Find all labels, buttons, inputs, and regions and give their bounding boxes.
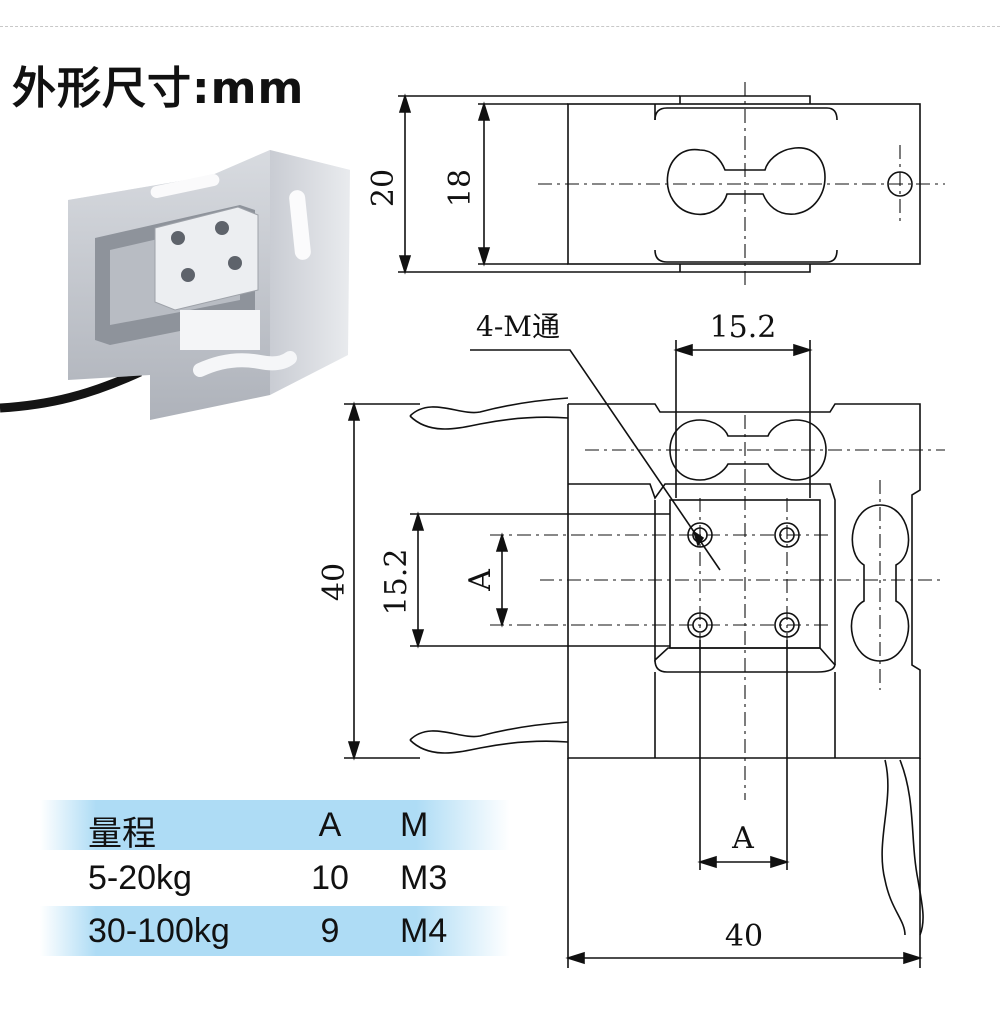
dim-a-vertical: A bbox=[463, 569, 498, 592]
header-m: M bbox=[400, 806, 429, 844]
cell-range: 5-20kg bbox=[88, 859, 192, 897]
dim-20: 20 bbox=[366, 169, 401, 207]
dim-15-2-vertical: 15.2 bbox=[379, 549, 414, 616]
hole-note: 4-M通 bbox=[476, 310, 560, 343]
cell-range: 30-100kg bbox=[88, 912, 230, 950]
load-cell-photo bbox=[0, 150, 350, 420]
table-row: 5-20kg 10 M3 bbox=[40, 853, 510, 903]
dim-a-bottom: A bbox=[731, 821, 754, 856]
spec-table-header: 量程 A M bbox=[40, 800, 510, 853]
dim-15-2-horizontal: 15.2 bbox=[710, 310, 777, 345]
dim-40-vertical: 40 bbox=[317, 563, 352, 601]
dim-40-bottom: 40 bbox=[725, 919, 763, 954]
cell-a: 10 bbox=[311, 859, 349, 897]
header-a: A bbox=[318, 806, 342, 844]
cell-m: M3 bbox=[400, 859, 448, 897]
top-view bbox=[398, 82, 945, 290]
top-divider bbox=[0, 26, 1000, 27]
dim-18: 18 bbox=[443, 169, 478, 207]
cell-m: M4 bbox=[400, 912, 448, 950]
page-title: 外形尺寸:mm bbox=[12, 63, 305, 114]
header-range: 量程 bbox=[88, 815, 156, 853]
front-view bbox=[344, 340, 945, 968]
cell-a: 9 bbox=[320, 912, 340, 950]
table-row: 30-100kg 9 M4 bbox=[40, 906, 510, 956]
spec-table: 量程 A M 5-20kg 10 M3 30-100kg 9 M4 bbox=[40, 800, 510, 959]
